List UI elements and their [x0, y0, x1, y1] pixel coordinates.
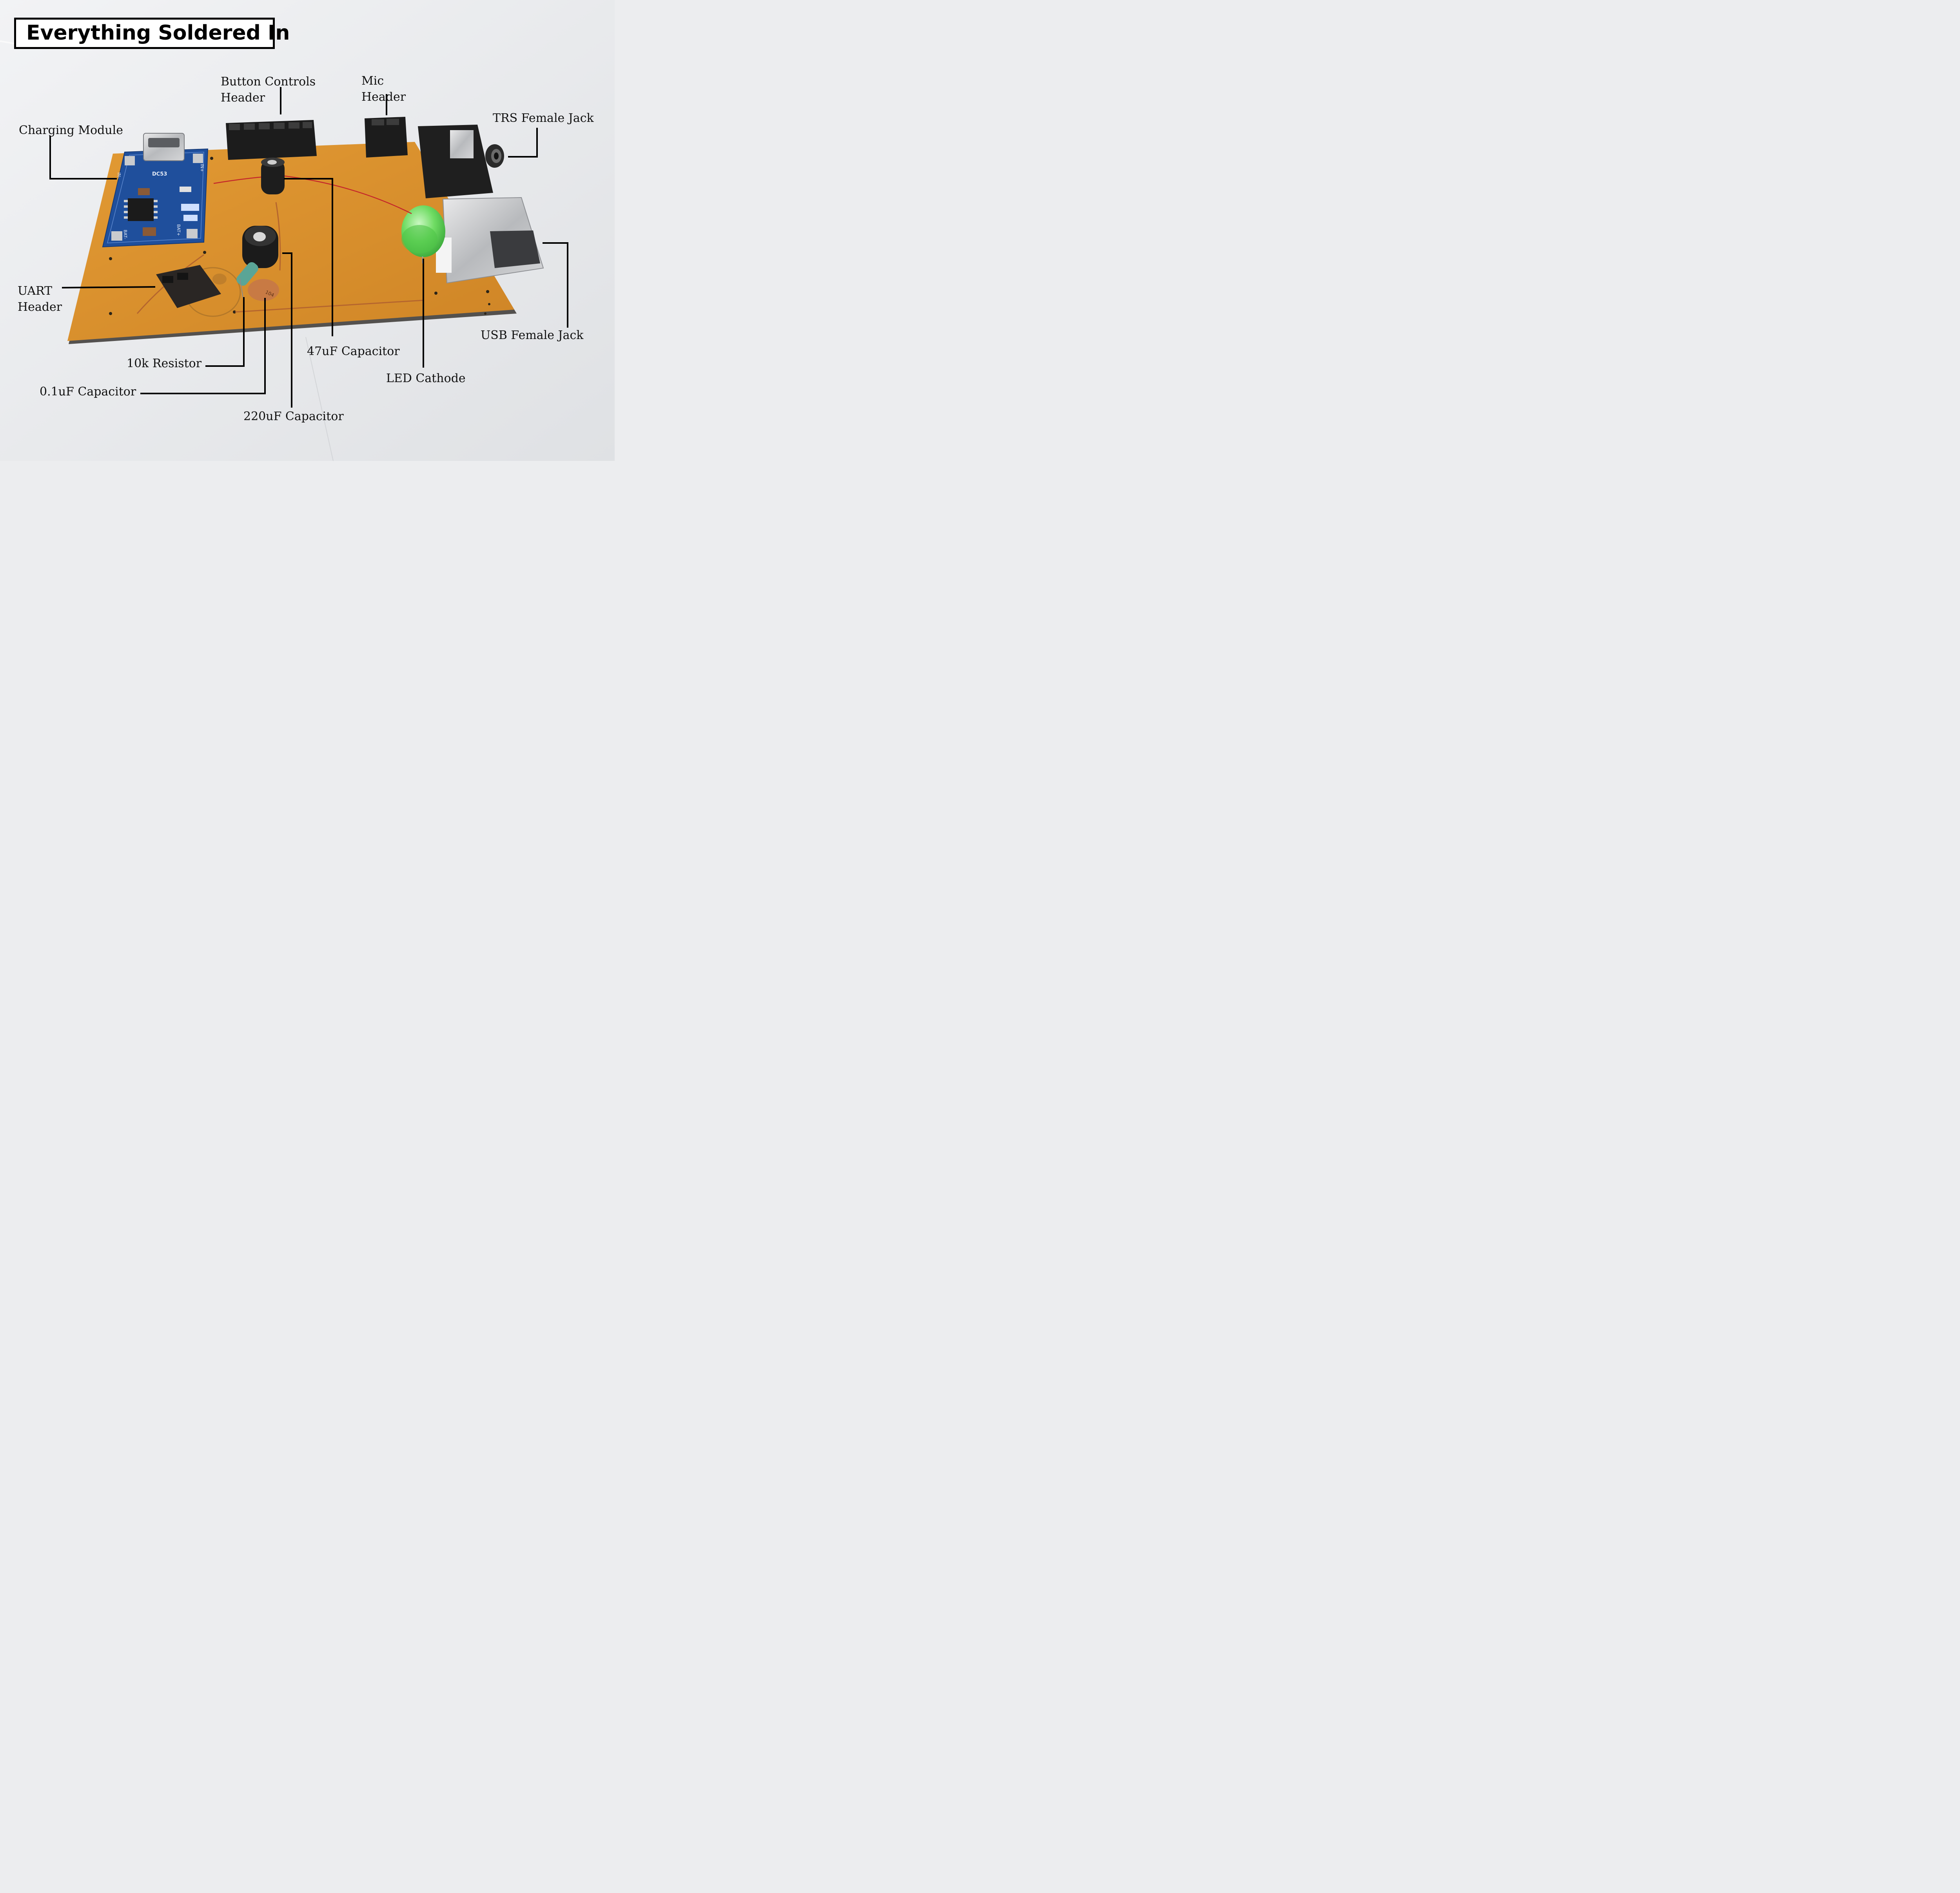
photo-scene: DC53 IN- IN+ BAT- BAT+ — [0, 0, 615, 461]
label-mic-header: Mic Header — [361, 73, 406, 105]
label-trs-female-jack: TRS Female Jack — [493, 111, 594, 125]
board-stamp-inner — [212, 274, 227, 285]
usb-jack-line — [543, 242, 568, 328]
button-controls-header — [226, 120, 317, 160]
mic-header — [365, 117, 408, 158]
label-usb-female-jack: USB Female Jack — [481, 328, 584, 342]
charger-chip-marking: DC53 — [152, 171, 167, 177]
trs-jack-line — [508, 128, 538, 158]
label-mic-line2: Header — [361, 90, 406, 104]
red-wire — [213, 175, 412, 214]
usb-female-jack — [436, 197, 544, 284]
title-box: Everything Soldered In — [14, 18, 290, 49]
copper-wire-mid — [275, 202, 281, 271]
label-10k-resistor: 10k Resistor — [127, 357, 202, 370]
uart-line — [62, 286, 156, 288]
res10k-line — [205, 297, 245, 367]
label-uart-line2: Header — [18, 300, 62, 314]
ceramic-capacitor-01uf: 104 — [248, 279, 279, 301]
label-led-cathode: LED Cathode — [386, 372, 466, 385]
capacitor-47uf — [261, 158, 285, 194]
charger-chip — [128, 198, 154, 221]
capacitor-220uf — [242, 226, 278, 268]
label-01uf-capacitor: 0.1uF Capacitor — [40, 385, 136, 399]
cap47-line — [284, 178, 333, 336]
drill-holes — [109, 157, 490, 315]
label-uart-header: UART Header — [18, 283, 62, 316]
page-title: Everything Soldered In — [26, 21, 290, 45]
charging-module-line — [49, 136, 117, 180]
uart-header — [156, 265, 221, 308]
label-charging-module: Charging Module — [19, 123, 123, 137]
trs-female-jack — [418, 125, 504, 198]
copper-wire-bottom — [235, 299, 425, 313]
label-uart-line1: UART — [18, 284, 53, 298]
charger-bat-minus: BAT- — [123, 230, 128, 239]
label-47uf-capacitor: 47uF Capacitor — [307, 345, 400, 358]
paper-crease — [305, 337, 334, 461]
charging-module: DC53 IN- IN+ BAT- BAT+ — [102, 133, 209, 248]
callout-lines — [49, 87, 568, 408]
label-button-controls-line1: Button Controls — [221, 75, 316, 89]
charger-in-plus: IN+ — [200, 164, 205, 172]
label-mic-line1: Mic — [361, 74, 384, 88]
green-led — [401, 205, 445, 263]
charger-bat-plus: BAT+ — [176, 224, 181, 236]
charger-in-minus: IN- — [116, 172, 122, 178]
label-220uf-capacitor: 220uF Capacitor — [243, 410, 344, 423]
cap220-line — [282, 252, 292, 408]
cap01-line — [140, 298, 266, 394]
label-button-controls-header: Button Controls Header — [221, 74, 316, 106]
label-button-controls-line2: Header — [221, 91, 265, 105]
resistor-10k — [236, 262, 258, 298]
